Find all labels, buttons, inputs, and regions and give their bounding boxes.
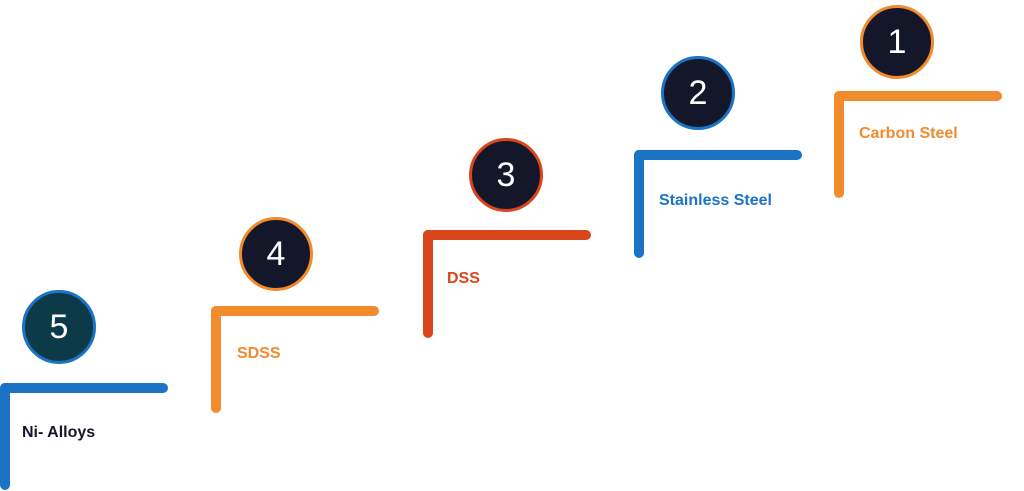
step-5-number-circle: 5 <box>22 290 96 364</box>
step-4-number: 4 <box>266 234 286 273</box>
step-4-label: SDSS <box>237 345 281 362</box>
step-3-number: 3 <box>496 155 516 194</box>
step-1-bracket-side-line <box>834 91 844 198</box>
step-5-bracket-side-line <box>0 383 10 490</box>
step-5-label: Ni- Alloys <box>22 424 96 441</box>
step-4-number-circle: 4 <box>239 217 313 291</box>
step-1-label: Carbon Steel <box>859 125 958 142</box>
step-3-bracket-side-line <box>423 230 433 338</box>
step-1-number-circle: 1 <box>860 5 934 79</box>
step-4-bracket-top-line <box>211 306 379 316</box>
step-2-label: Stainless Steel <box>659 192 772 209</box>
step-3-label: DSS <box>447 270 480 287</box>
step-2-bracket-top-line <box>634 150 802 160</box>
step-2-bracket-side-line <box>634 150 644 258</box>
step-3-bracket-top-line <box>423 230 591 240</box>
step-3-number-circle: 3 <box>469 138 543 212</box>
step-1-bracket-top-line <box>834 91 1002 101</box>
step-5-bracket-top-line <box>0 383 168 393</box>
step-2-number: 2 <box>688 73 708 112</box>
step-2-number-circle: 2 <box>661 56 735 130</box>
step-5-number: 5 <box>49 307 69 346</box>
step-4-bracket-side-line <box>211 306 221 413</box>
step-1-number: 1 <box>887 22 907 61</box>
